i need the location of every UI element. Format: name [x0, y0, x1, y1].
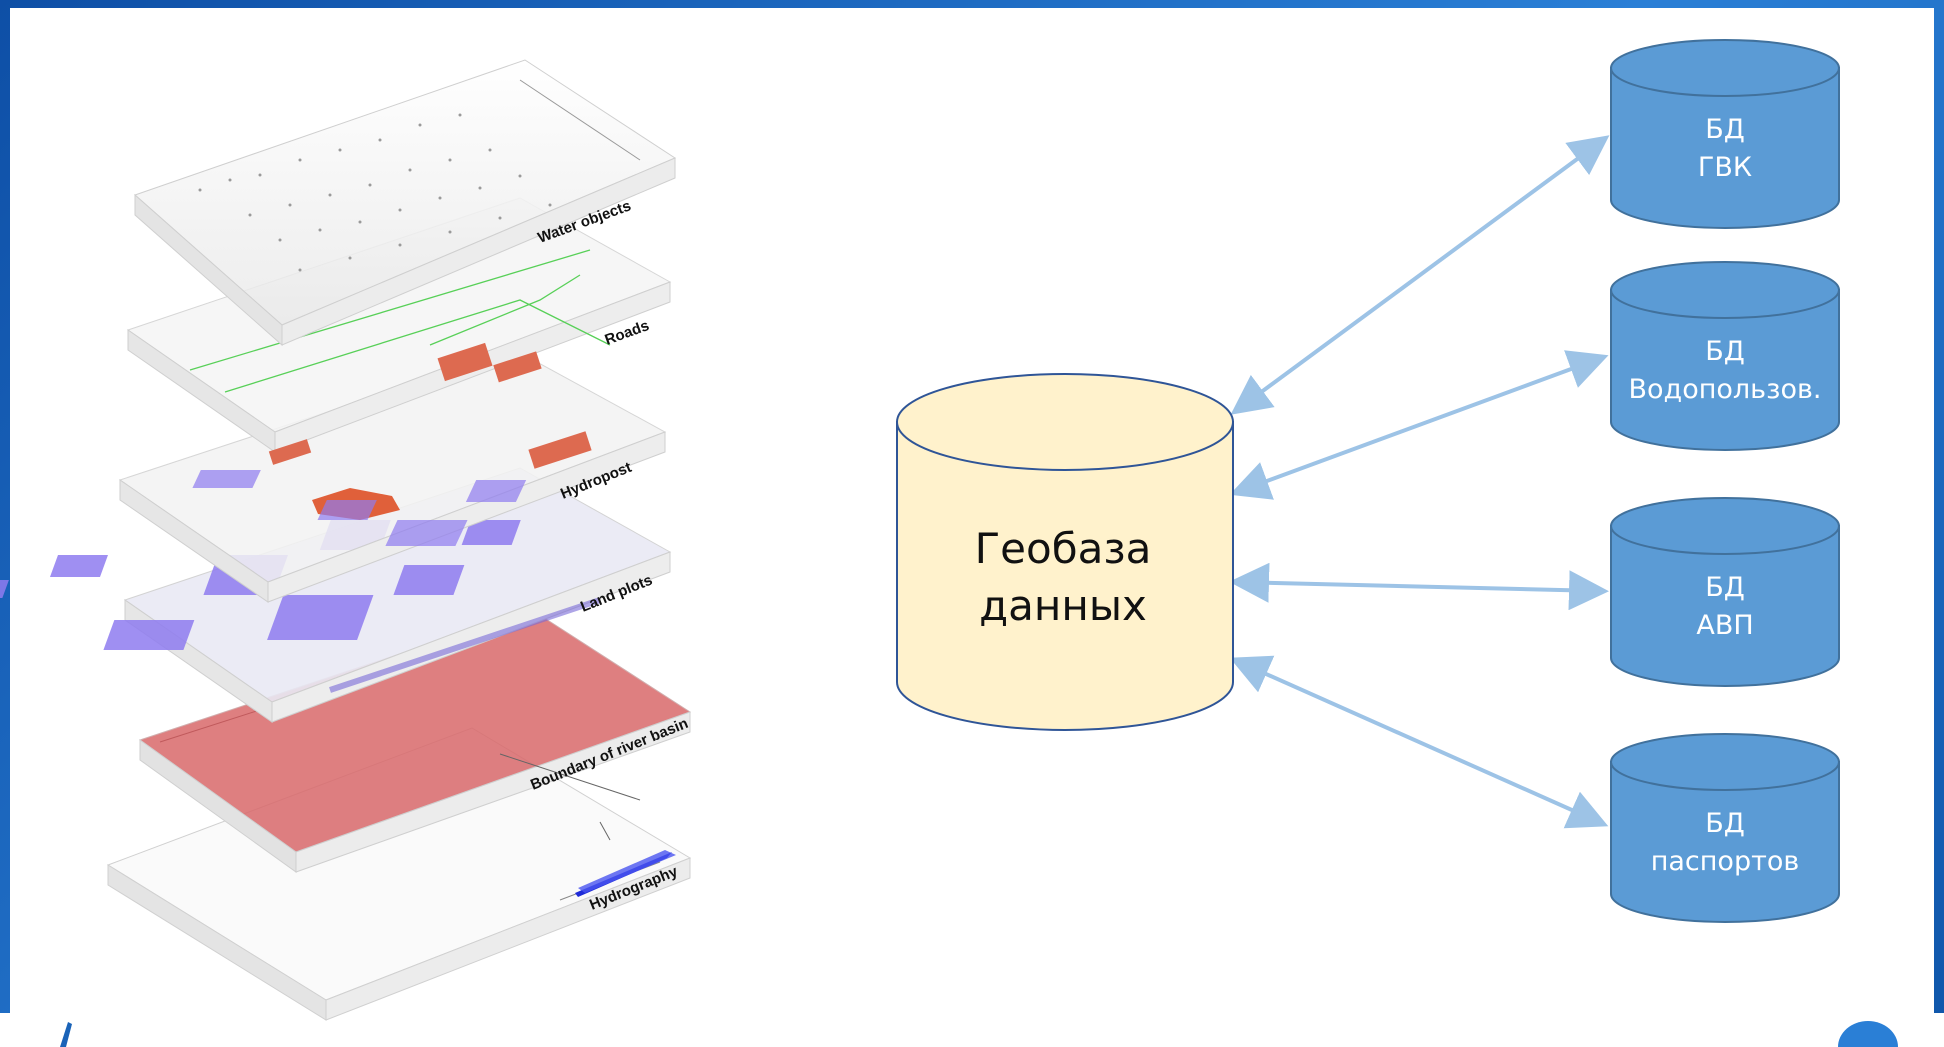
arrow-gvk [1230, 135, 1610, 415]
connector-arrows [1229, 135, 1610, 829]
footer-logo-left [60, 1022, 72, 1047]
arrow-vodopolzov [1229, 350, 1609, 500]
footer-logo-right [1838, 1021, 1898, 1047]
db-label-line1: БД [1705, 114, 1745, 145]
layer-stack: Water objects Roads Hydropost Land plots… [0, 59, 692, 1021]
db-label-line2: паспортов [1651, 846, 1800, 877]
db-cylinder-pasportov: БД паспортов [1610, 733, 1840, 923]
geobase-label-line2: данных [979, 581, 1147, 630]
layer-water-objects [134, 59, 677, 347]
db-label-line1: БД [1705, 808, 1745, 839]
geobase-cylinder: Геобаза данных [896, 373, 1234, 731]
geobase-label-line1: Геобаза [975, 524, 1152, 573]
db-label-line2: Водопользов. [1629, 374, 1822, 405]
db-cylinder-vodopolzov: БД Водопользов. [1610, 261, 1840, 451]
db-label-line1: БД [1705, 572, 1745, 603]
arrow-avp [1229, 562, 1609, 611]
db-label-line2: ГВК [1698, 152, 1752, 183]
arrow-pasportov [1229, 655, 1609, 829]
db-label-line1: БД [1705, 336, 1745, 367]
layer-roads [126, 197, 672, 469]
db-label-line2: АВП [1696, 610, 1753, 641]
db-cylinder-gvk: БД ГВК [1610, 39, 1840, 229]
layer-hydrography [106, 727, 692, 1021]
db-cylinder-avp: БД АВП [1610, 497, 1840, 687]
